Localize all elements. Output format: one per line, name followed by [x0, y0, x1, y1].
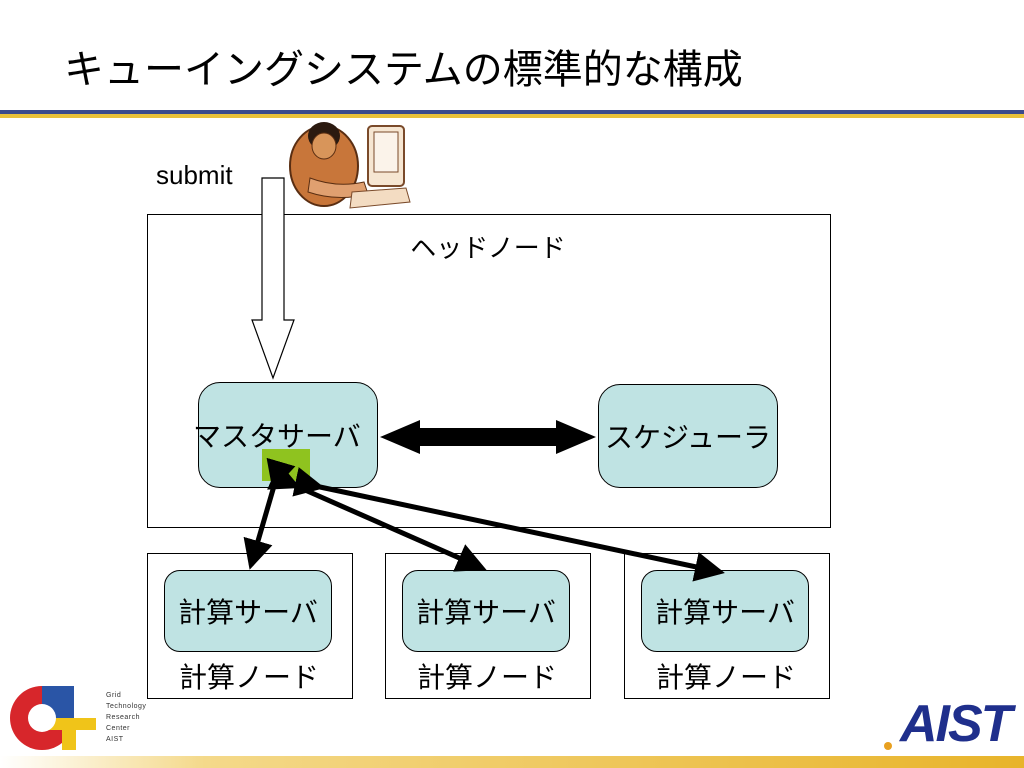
compute-server-label: 計算サーバ [178, 596, 318, 629]
gt-line: Technology [106, 703, 147, 710]
gt-line: Center [106, 725, 131, 732]
master-compute3-arrow [292, 467, 725, 582]
aist-logo: AIST [900, 695, 1012, 753]
compute-node-label: 計算ノード [416, 661, 557, 694]
compute-server: 計算サーバ [402, 570, 570, 652]
compute-server: 計算サーバ [641, 570, 809, 652]
head-node-label: ヘッドノード [410, 234, 566, 264]
gt-line: Research [106, 714, 140, 721]
aist-logo-dot [884, 742, 892, 750]
compute-node-label: 計算ノード [655, 661, 796, 694]
gt-line: AIST [106, 736, 124, 743]
gt-line: Grid [106, 692, 122, 699]
scheduler-label: スケジューラ [604, 421, 772, 454]
grid-technology-logo [10, 686, 96, 750]
compute-server-label: 計算サーバ [416, 596, 556, 629]
compute-server-label: 計算サーバ [655, 596, 795, 629]
submit-label: submit [156, 160, 233, 190]
master-compute2-arrow [267, 462, 487, 572]
user-at-computer-icon [289, 122, 411, 209]
grid-technology-text: Grid Technology Research Center AIST [106, 690, 146, 745]
master-scheduler-arrow [380, 420, 596, 454]
submit-arrow [251, 177, 295, 380]
master-compute1-arrow [243, 457, 296, 570]
compute-node-label: 計算ノード [178, 661, 319, 694]
master-server-label: マスタサーバ [193, 420, 361, 453]
footer-bar [0, 756, 1024, 768]
title-rule-gold [0, 114, 1024, 118]
slide-title: キューイングシステムの標準的な構成 [64, 47, 743, 93]
title-rule-blue [0, 110, 1024, 114]
compute-server: 計算サーバ [164, 570, 332, 652]
